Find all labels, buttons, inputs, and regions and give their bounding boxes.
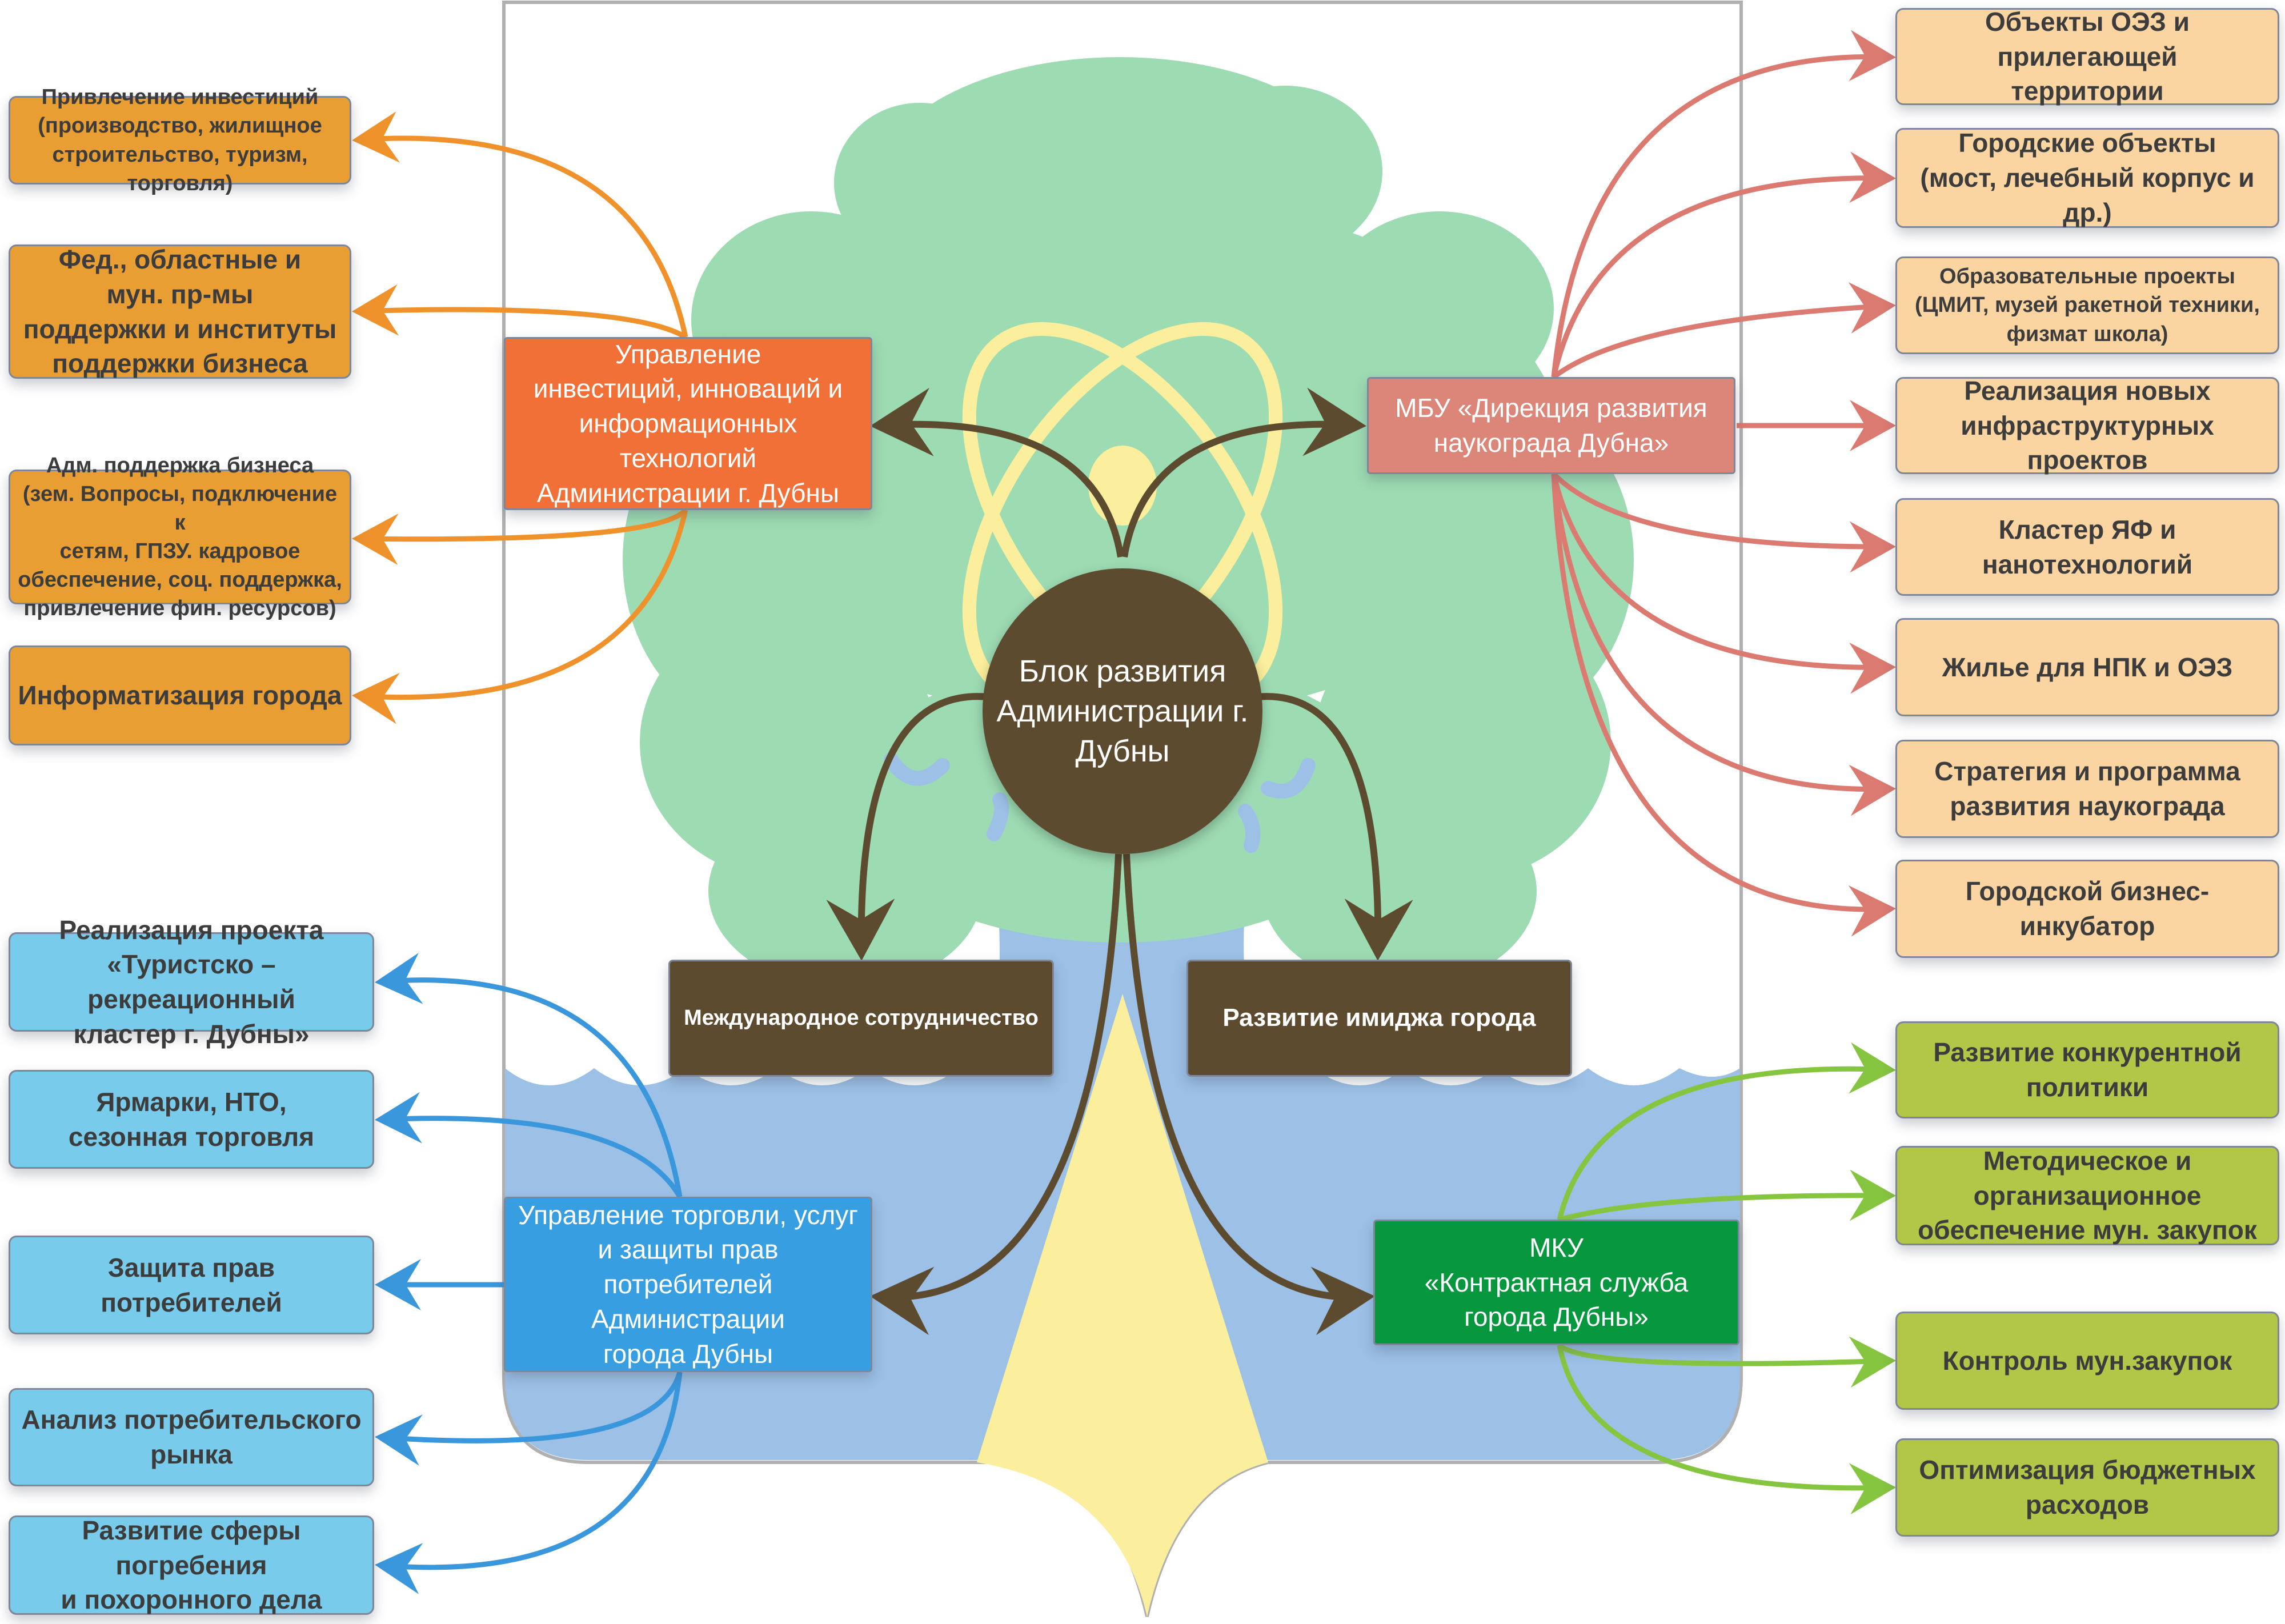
hub-to-contract — [1123, 853, 1375, 1336]
trade-item[interactable]: Защита прав потребителей — [9, 1236, 374, 1334]
trade-item[interactable]: Реализация проекта «Туристско – рекреаци… — [9, 915, 374, 1049]
naukograd-item[interactable]: Стратегия и программа развития наукоград… — [1895, 740, 2279, 838]
naukograd-item[interactable]: Реализация новых инфраструктурных проект… — [1895, 376, 2279, 475]
investments-item[interactable]: Адм. поддержка бизнеса (зем. Вопросы, по… — [9, 454, 351, 620]
trade-connectors — [375, 953, 683, 1594]
sun-ray — [977, 994, 1268, 1617]
hub-connectors — [826, 387, 1413, 1336]
investments-item[interactable]: Фед., областные и мун. пр-мы поддержки и… — [9, 244, 351, 379]
hub-to-image — [1256, 693, 1413, 961]
naukograd-item[interactable]: Объекты ОЭЗ и прилегающей территории — [1895, 7, 2279, 106]
contract-connectors — [1557, 1042, 1896, 1515]
naukograd-item[interactable]: Жилье для НПК и ОЭЗ — [1895, 618, 2279, 716]
hub-development-block[interactable]: Блок развития Администрации г. Дубны — [983, 568, 1262, 854]
dept-image[interactable]: Развитие имиджа города — [1186, 960, 1572, 1077]
contract-item[interactable]: Оптимизация бюджетных расходов — [1895, 1438, 2279, 1537]
naukograd-item[interactable]: Городской бизнес-инкубатор — [1895, 860, 2279, 958]
naukograd-item[interactable]: Городские объекты (мост, лечебный корпус… — [1895, 128, 2279, 228]
hub-to-trade — [870, 853, 1122, 1336]
dept-investments[interactable]: Управление инвестиций, инноваций и инфор… — [504, 337, 872, 510]
dept-international[interactable]: Международное сотрудничество — [668, 960, 1054, 1077]
naukograd-item[interactable]: Образовательные проекты (ЦМИТ, музей рак… — [1895, 256, 2279, 354]
hub-to-international — [826, 693, 989, 961]
atom-nucleus — [1088, 446, 1157, 526]
dept-contract[interactable]: МКУ «Контрактная служба города Дубны» — [1373, 1220, 1739, 1345]
contract-item[interactable]: Развитие конкурентной политики — [1895, 1021, 2279, 1118]
naukograd-item[interactable]: Кластер ЯФ и нанотехнологий — [1895, 498, 2279, 596]
naukograd-connectors — [1551, 30, 1896, 937]
contract-item[interactable]: Методическое и организационное обеспечен… — [1895, 1146, 2279, 1245]
tree-branches — [884, 752, 1316, 853]
trade-item[interactable]: Анализ потребительского рынка — [9, 1388, 374, 1486]
investments-item[interactable]: Информатизация города — [9, 645, 351, 745]
hub-to-naukograd — [1121, 387, 1366, 558]
hub-to-investments — [870, 387, 1124, 558]
investments-connectors — [352, 111, 688, 724]
dept-naukograd[interactable]: МБУ «Дирекция развития наукограда Дубна» — [1367, 377, 1735, 474]
trade-item[interactable]: Развитие сферы погребения и похоронного … — [9, 1515, 374, 1615]
contract-item[interactable]: Контроль мун.закупок — [1895, 1312, 2279, 1410]
dept-trade[interactable]: Управление торговли, услуг и защиты прав… — [504, 1197, 872, 1372]
investments-item[interactable]: Привлечение инвестиций (производство, жи… — [9, 85, 351, 195]
trade-item[interactable]: Ярмарки, НТО, сезонная торговля — [9, 1070, 374, 1169]
